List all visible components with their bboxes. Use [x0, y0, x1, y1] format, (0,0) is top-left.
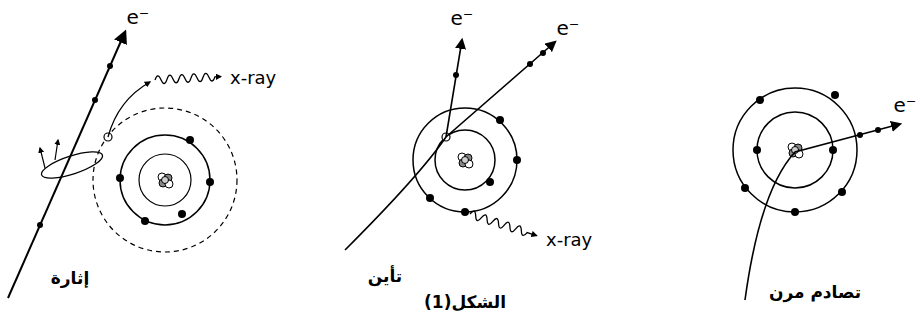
- ionisation-atom: [345, 40, 555, 250]
- figure-caption: الشكل(1): [424, 293, 506, 312]
- process-label: تأين: [368, 267, 402, 286]
- excitation-atom: [8, 32, 237, 298]
- process-label: تصادم مرن: [769, 283, 861, 302]
- xray-label: x-ray: [546, 230, 592, 250]
- electron-label: e⁻: [127, 6, 150, 28]
- elastic-atom: [733, 88, 900, 300]
- electron-label: e⁻: [451, 7, 474, 29]
- process-label: إثارة: [51, 269, 89, 288]
- electron-label: e⁻: [894, 94, 917, 116]
- xray-label: x-ray: [230, 68, 276, 88]
- electron-label: e⁻: [557, 17, 580, 39]
